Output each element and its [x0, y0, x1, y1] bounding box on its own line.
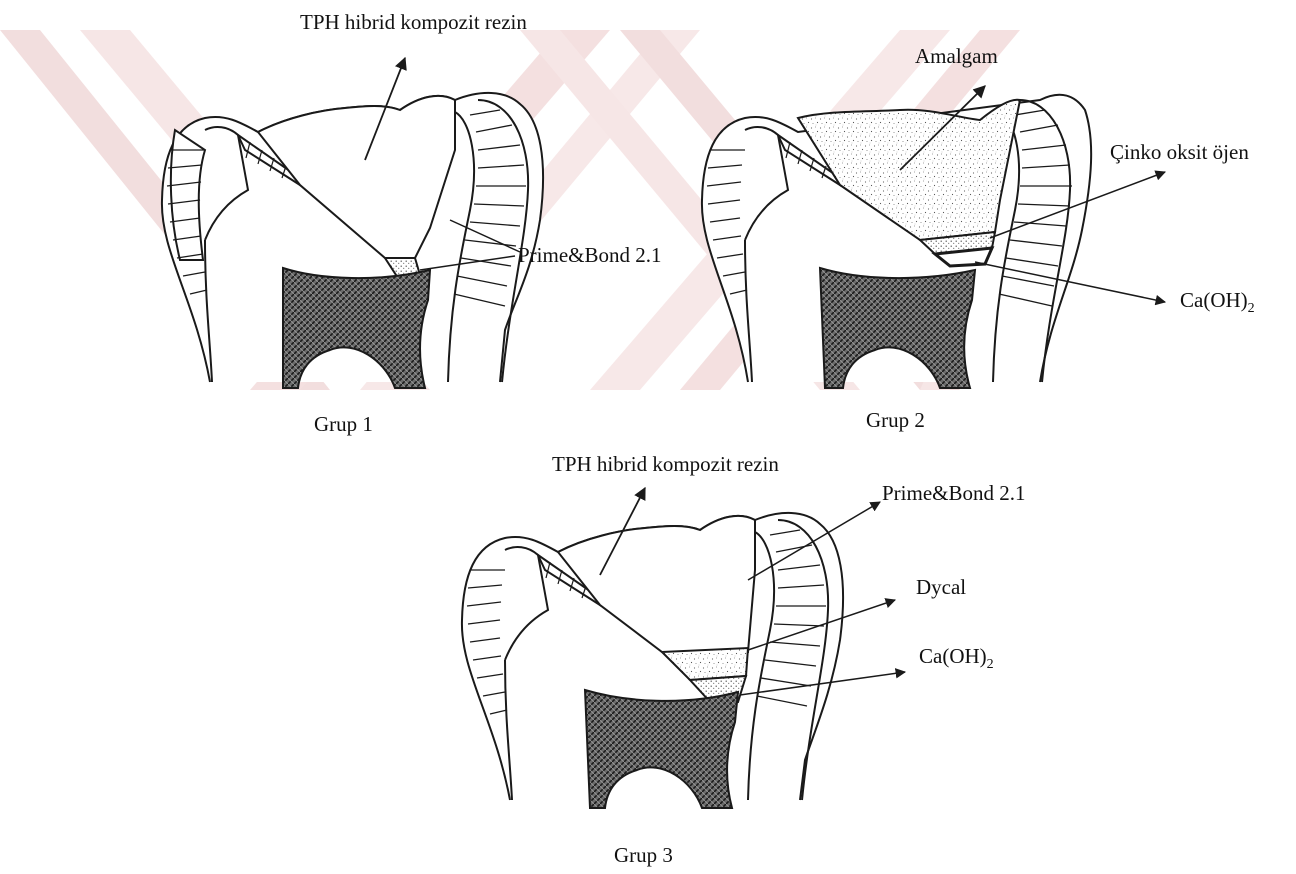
g1-label-composite: TPH hibrid kompozit rezin [300, 10, 527, 35]
g3-label-composite: TPH hibrid kompozit rezin [552, 452, 779, 477]
g3-label-caoh-sub: 2 [987, 657, 994, 672]
g3-label-caoh: Ca(OH)2 [919, 644, 994, 673]
g2-label-varnish: Çinko oksit öjen [1110, 140, 1249, 165]
g3-caption: Grup 3 [614, 843, 673, 868]
g2-label-caoh: Ca(OH)2 [1180, 288, 1255, 317]
tooth-grup-2 [702, 95, 1091, 388]
g2-label-caoh-sub: 2 [1248, 301, 1255, 316]
tooth-grup-1 [162, 93, 543, 388]
g2-label-amalgam: Amalgam [915, 44, 998, 69]
g3-label-adhesive: Prime&Bond 2.1 [882, 481, 1026, 506]
g2-caption: Grup 2 [866, 408, 925, 433]
g1-caption: Grup 1 [314, 412, 373, 437]
g3-label-dycal: Dycal [916, 575, 966, 600]
g1-label-adhesive: Prime&Bond 2.1 [518, 243, 662, 268]
